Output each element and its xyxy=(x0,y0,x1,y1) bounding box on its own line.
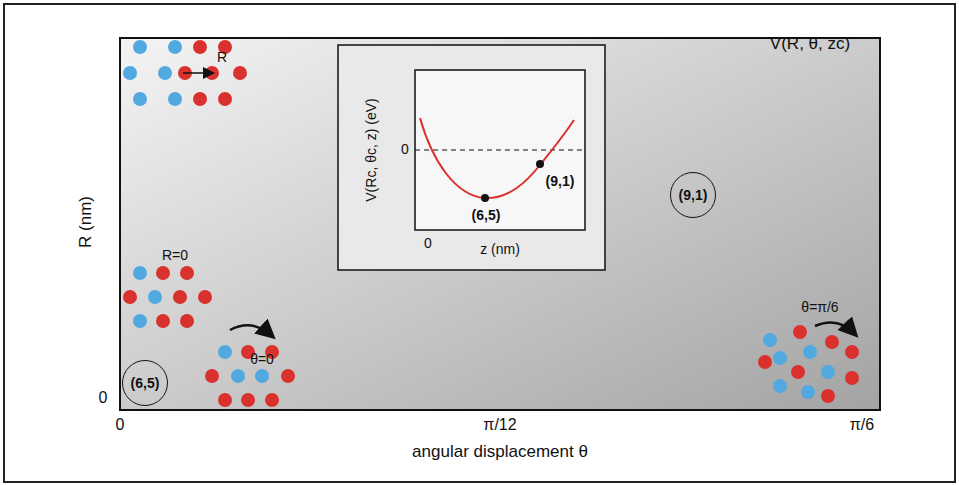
axis-label: z (nm) xyxy=(480,242,520,257)
state-label: R=0 xyxy=(162,248,188,263)
lattice-atom xyxy=(133,314,147,328)
lattice-atom xyxy=(773,351,787,365)
lattice-atom xyxy=(265,393,279,407)
lattice-atom xyxy=(821,389,835,403)
tick-label: 0 xyxy=(116,416,125,434)
state-label: θ=π/6 xyxy=(801,300,838,315)
lattice-atom xyxy=(758,355,772,369)
lattice-atom xyxy=(156,314,170,328)
lattice-atom xyxy=(193,40,207,54)
lattice-atom xyxy=(133,266,147,280)
lattice-atom xyxy=(218,92,232,106)
lattice-atom xyxy=(123,66,137,80)
lattice-atom xyxy=(773,379,787,393)
state-label: θ=0 xyxy=(250,352,274,367)
lattice-atom xyxy=(825,335,839,349)
lattice-atom xyxy=(168,40,182,54)
lattice-atom xyxy=(821,365,835,379)
chirality-circle: (9,1) xyxy=(670,172,716,218)
lattice-atom xyxy=(198,290,212,304)
lattice-atom xyxy=(173,290,187,304)
plot-title: V(R, θ, zc) xyxy=(770,35,850,54)
lattice-atom xyxy=(231,369,245,383)
lattice-atom xyxy=(180,314,194,328)
node-text: (6,5) xyxy=(131,375,160,391)
node-text: (9,1) xyxy=(679,187,708,203)
tick-label: 0 xyxy=(99,389,108,407)
lattice-atom xyxy=(803,345,817,359)
lattice-atom xyxy=(281,369,295,383)
lattice-atom xyxy=(158,66,172,80)
lattice-atom xyxy=(218,345,232,359)
lattice-atom xyxy=(180,266,194,280)
lattice-atom xyxy=(205,369,219,383)
lattice-atom xyxy=(241,393,255,407)
vector-label: R xyxy=(217,50,227,65)
lattice-atom xyxy=(123,290,137,304)
tick-label: 0 xyxy=(401,142,409,157)
tick-label: π/6 xyxy=(850,416,874,434)
lattice-atom xyxy=(793,325,807,339)
tick-label: 0 xyxy=(424,236,432,251)
chirality-circle: (6,5) xyxy=(122,360,168,406)
tick-label: π/12 xyxy=(483,416,516,434)
point-label: (9,1) xyxy=(546,174,575,189)
lattice-atom xyxy=(791,365,805,379)
lattice-atom xyxy=(845,345,859,359)
lattice-atom xyxy=(193,92,207,106)
lattice-atom xyxy=(233,66,247,80)
point-label: (6,5) xyxy=(472,208,501,223)
lattice-atom xyxy=(255,369,269,383)
axis-label: V(Rc, θc, z) (eV) xyxy=(364,98,379,201)
lattice-atom xyxy=(801,385,815,399)
lattice-atom xyxy=(763,333,777,347)
lattice-atom xyxy=(156,266,170,280)
lattice-atom xyxy=(133,40,147,54)
axis-label: R (nm) xyxy=(77,196,96,248)
lattice-atom xyxy=(218,393,232,407)
axis-label: angular displacement θ xyxy=(412,443,588,462)
lattice-atom xyxy=(168,92,182,106)
lattice-atom xyxy=(148,290,162,304)
lattice-atom xyxy=(845,371,859,385)
lattice-atom xyxy=(133,92,147,106)
